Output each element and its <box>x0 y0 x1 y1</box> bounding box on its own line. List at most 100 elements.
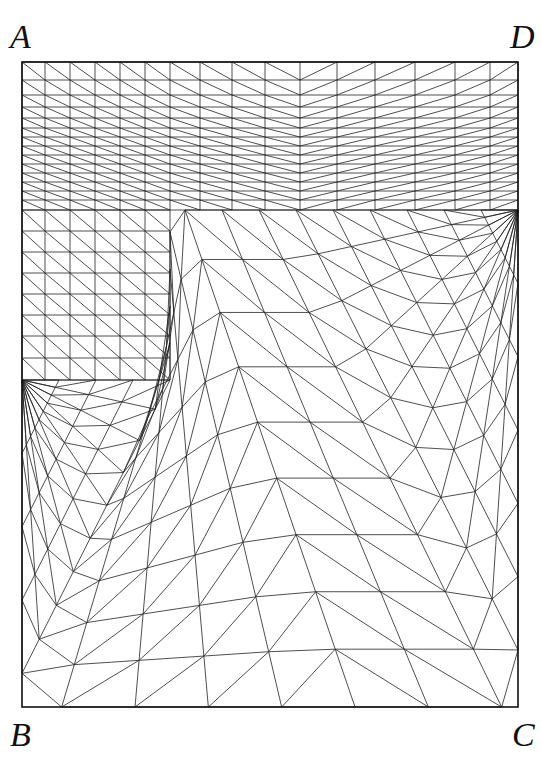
mesh-element-edge <box>70 358 95 380</box>
mesh-element-edge <box>454 273 475 304</box>
mesh-element-edge <box>309 301 342 313</box>
mesh-element-edge <box>296 535 380 592</box>
mesh-element-edge <box>375 164 376 173</box>
mesh-element-edge <box>489 225 493 233</box>
mesh-element-edge <box>455 164 490 165</box>
mesh-element-edge <box>95 358 120 380</box>
mesh-element-edge <box>70 128 95 137</box>
mesh-element-edge <box>391 366 412 397</box>
mesh-element-edge <box>200 182 232 183</box>
mesh-element-edge <box>145 294 170 315</box>
mesh-element-edge <box>412 366 433 407</box>
mesh-element-edge <box>22 200 45 210</box>
mesh-element-edge <box>22 173 45 182</box>
mesh-element-edge <box>300 155 337 164</box>
mesh-element-edge <box>22 380 31 436</box>
mesh-element-edge <box>22 137 45 138</box>
mesh-element-edge <box>73 572 99 581</box>
mesh-element-edge <box>45 200 70 210</box>
mesh-element-edge <box>232 107 265 118</box>
mesh-element-edge <box>45 155 70 164</box>
mesh-element-edge <box>239 367 258 422</box>
mesh-element-edge <box>454 304 467 329</box>
mesh-element-edge <box>155 379 159 409</box>
mesh-element-edge <box>509 266 513 274</box>
mesh-element-edge <box>186 456 190 505</box>
mesh-element-edge <box>337 146 375 155</box>
mesh-element-edge <box>170 155 200 156</box>
mesh-element-edge <box>375 173 415 174</box>
mesh-element-edge <box>455 137 490 138</box>
mesh-element-edge <box>300 80 301 95</box>
mesh-element-edge <box>22 294 45 295</box>
mesh-element-edge <box>265 146 266 155</box>
mesh-element-edge <box>490 80 518 81</box>
mesh-element-edge <box>45 231 70 232</box>
mesh-element-edge <box>48 524 61 549</box>
mesh-element-edge <box>441 497 466 548</box>
mesh-element-edge <box>22 380 31 436</box>
mesh-element-edge <box>45 118 46 128</box>
mesh-element-edge <box>22 380 51 395</box>
mesh-element-edge <box>45 137 70 138</box>
mesh-element-edge <box>415 173 455 182</box>
mesh-element-edge <box>489 210 518 225</box>
mesh-element-edge <box>265 80 300 81</box>
mesh-element-edge <box>22 210 45 231</box>
mesh-element-edge <box>497 210 518 241</box>
mesh-element-edge <box>145 95 146 107</box>
mesh-element-edge <box>476 241 497 272</box>
mesh-element-edge <box>490 128 491 137</box>
mesh-element-edge <box>300 182 301 191</box>
mesh-element-edge <box>70 62 95 80</box>
mesh-element-edge <box>120 336 145 337</box>
mesh-element-edge <box>120 80 145 81</box>
mesh-element-edge <box>45 273 46 294</box>
mesh-element-edge <box>490 95 518 96</box>
mesh-element-edge <box>124 477 155 498</box>
mesh-element-edge <box>337 164 375 173</box>
mesh-element-edge <box>81 402 122 410</box>
mesh-element-edge <box>45 128 46 137</box>
mesh-element-edge <box>415 155 455 156</box>
mesh-element-edge <box>70 252 71 273</box>
mesh-element-edge <box>145 173 170 174</box>
mesh-element-edge <box>218 435 231 489</box>
mesh-element-edge <box>145 252 170 273</box>
mesh-element-edge <box>95 155 120 156</box>
mesh-element-edge <box>170 80 200 95</box>
mesh-element-edge <box>120 315 145 316</box>
mesh-element-edge <box>455 191 490 192</box>
mesh-element-edge <box>200 200 232 210</box>
mesh-element-edge <box>70 294 95 315</box>
mesh-element-edge <box>375 146 415 155</box>
mesh-element-edge <box>112 522 152 539</box>
mesh-element-edge <box>342 301 392 326</box>
mesh-element-edge <box>363 398 391 422</box>
mesh-element-edge <box>120 200 145 210</box>
mesh-element-edge <box>95 62 96 80</box>
mesh-element-edge <box>95 315 120 316</box>
mesh-element-edge <box>480 306 493 354</box>
mesh-element-edge <box>232 200 233 210</box>
mesh-element-edge <box>181 259 202 279</box>
mesh-element-edge <box>265 182 300 183</box>
mesh-element-edge <box>300 137 337 138</box>
mesh-element-edge <box>45 164 70 165</box>
mesh-element-edge <box>39 493 60 524</box>
mesh-element-edge <box>170 62 171 80</box>
mesh-element-edge <box>375 80 415 81</box>
mesh-element-edge <box>120 273 145 274</box>
mesh-element-edge <box>95 294 120 295</box>
mesh-element-edge <box>70 252 95 253</box>
mesh-element-edge <box>385 232 418 239</box>
mesh-element-edge <box>45 80 46 95</box>
mesh-element-edge <box>70 294 71 315</box>
mesh-element-edge <box>496 503 518 534</box>
mesh-element-edge <box>55 380 59 387</box>
mesh-element-edge <box>336 349 366 367</box>
mesh-element-edge <box>191 488 231 505</box>
mesh-element-edge <box>87 581 99 623</box>
mesh-element-edge <box>170 146 200 155</box>
mesh-element-edge <box>490 95 518 107</box>
